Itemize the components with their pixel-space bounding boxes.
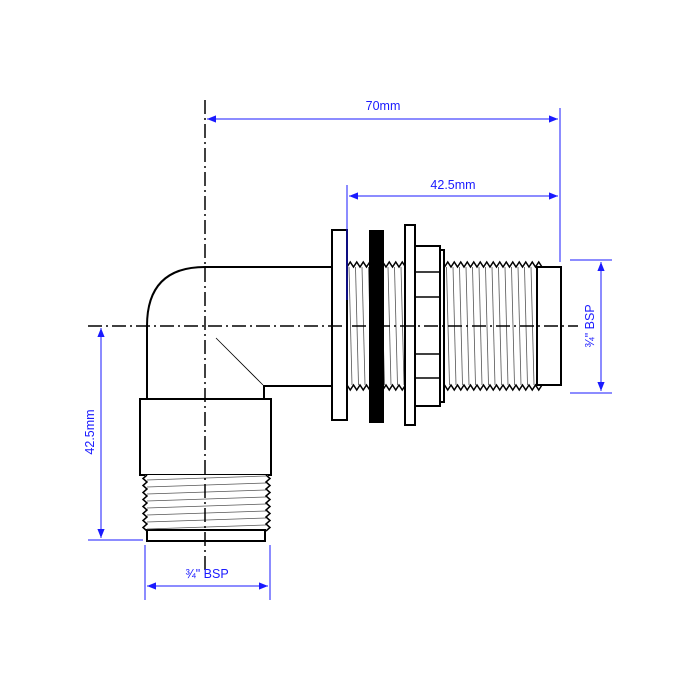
dimension-overall-length: 70mm [207,99,561,262]
dimension-bottom-thread-size: ¾" BSP [144,545,271,600]
dimension-thread-length: 42.5mm [346,178,558,300]
drop-height-label: 42.5mm [83,409,97,454]
thread-length-label: 42.5mm [430,178,475,192]
bottom-thread-size-label: ¾" BSP [185,567,228,581]
backnut-flange [404,224,416,426]
back-flange [331,229,348,421]
elbow-body [146,266,333,401]
dimension-right-thread-size: ¾" BSP [570,259,612,394]
bottom-male-thread [141,474,272,542]
right-thread-size-label: ¾" BSP [583,304,597,347]
dimension-drop-height: 42.5mm [83,328,143,541]
overall-length-label: 70mm [366,99,401,113]
